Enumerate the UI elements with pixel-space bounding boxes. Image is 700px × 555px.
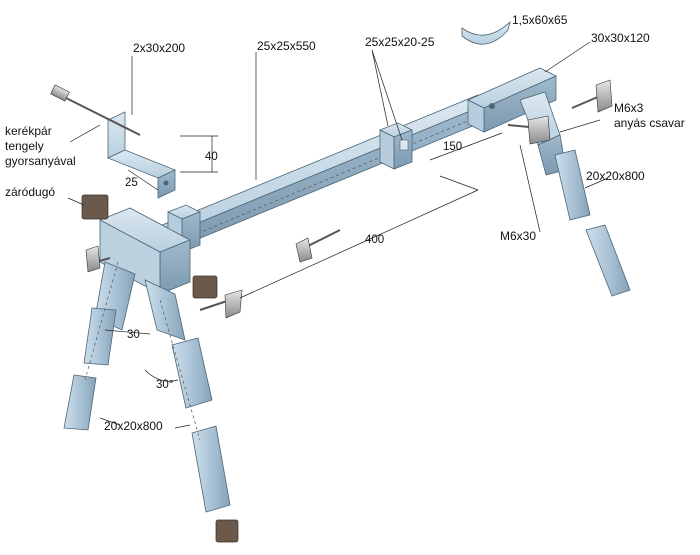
wing-bolt-left bbox=[85, 245, 111, 273]
dim-400: 400 bbox=[365, 234, 384, 246]
leg-right bbox=[554, 149, 631, 297]
label-plug: záródugó bbox=[5, 185, 55, 199]
clamp-pad bbox=[461, 20, 511, 45]
label-screw: M6x30 bbox=[500, 229, 536, 243]
leader-lines bbox=[67, 41, 609, 429]
dim-40: 40 bbox=[205, 151, 218, 163]
wing-bolt-front bbox=[199, 289, 243, 319]
label-leg-right: 20x20x800 bbox=[586, 169, 645, 183]
label-axle-line1: kerékpár bbox=[5, 124, 52, 138]
wing-bolt-right bbox=[571, 79, 613, 113]
foot-plug-bottom bbox=[215, 519, 239, 543]
label-end-tube: 30x30x120 bbox=[591, 31, 650, 45]
leg-left-b bbox=[171, 337, 231, 513]
label-sleeve: 25x25x20-25 bbox=[365, 35, 435, 49]
dimension-lines bbox=[104, 132, 503, 382]
leg-left-a bbox=[63, 307, 117, 431]
label-main-beam: 25x25x550 bbox=[257, 39, 316, 53]
label-bolt-nut-line1: M6x3 bbox=[614, 101, 644, 115]
main-beam bbox=[149, 94, 493, 254]
dim-150: 150 bbox=[443, 141, 462, 153]
axle-quick-release bbox=[50, 84, 141, 136]
label-bracket: 2x30x200 bbox=[133, 41, 185, 55]
label-axle-line2: tengely bbox=[5, 139, 44, 153]
dim-angle: 30° bbox=[156, 379, 173, 391]
label-clamp-pad: 1,5x60x65 bbox=[512, 13, 568, 27]
end-plug-middle bbox=[192, 275, 218, 299]
label-axle-line3: gyorsanyával bbox=[5, 154, 76, 168]
wing-bolt-center bbox=[295, 229, 341, 263]
dim-25: 25 bbox=[125, 177, 138, 189]
end-tube bbox=[467, 67, 557, 133]
end-plug-top bbox=[81, 194, 109, 220]
left-head bbox=[99, 207, 191, 295]
m6x30-screw bbox=[507, 115, 551, 145]
label-bolt-nut-line2: anyás csavar bbox=[614, 116, 685, 130]
bracket bbox=[106, 111, 177, 199]
label-leg-left: 20x20x800 bbox=[104, 419, 163, 433]
dim-30: 30 bbox=[127, 329, 140, 341]
sleeve-right bbox=[379, 122, 413, 170]
